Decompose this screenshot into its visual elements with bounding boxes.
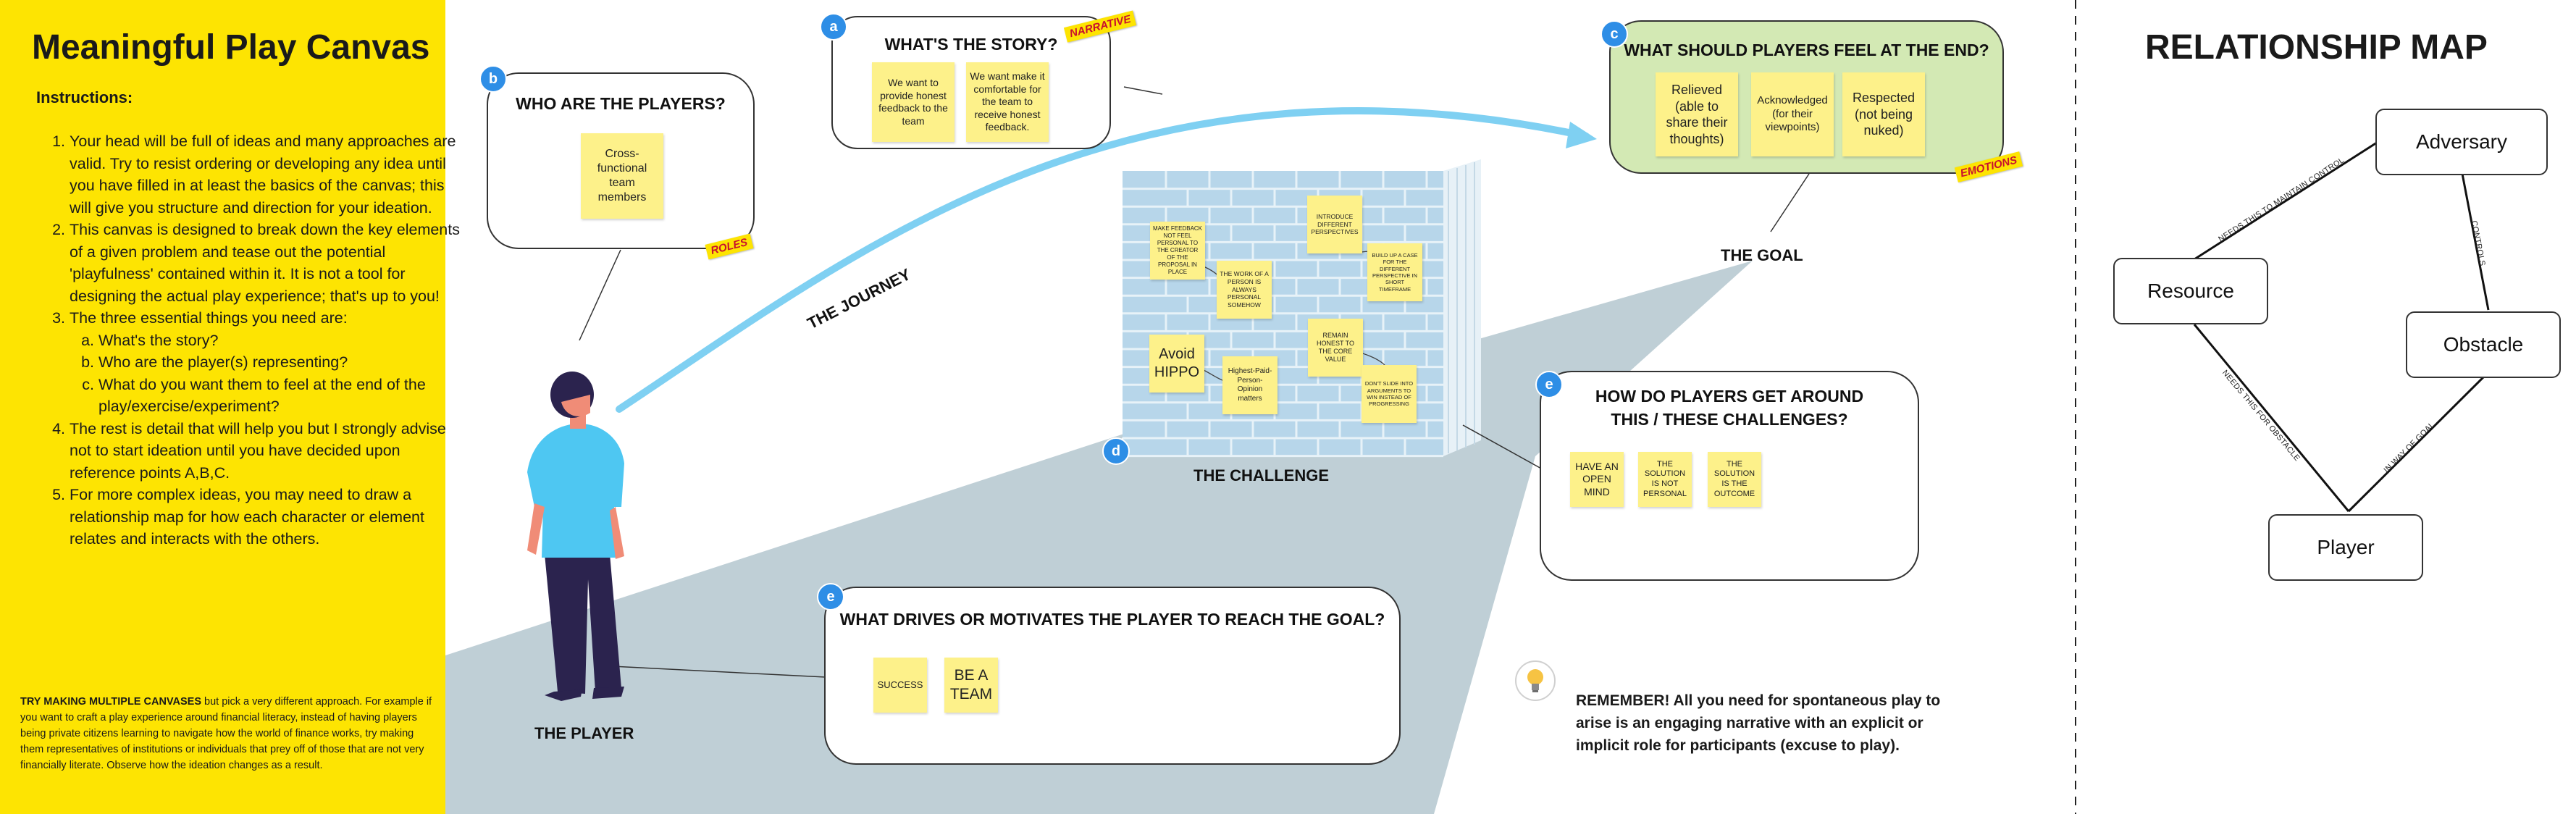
player-caption: THE PLAYER bbox=[534, 724, 634, 742]
tip-text: TRY MAKING MULTIPLE CANVASES but pick a … bbox=[20, 694, 433, 773]
instruction-subitem: Who are the player(s) representing? bbox=[98, 351, 461, 374]
node-adversary[interactable]: Adversary bbox=[2375, 109, 2548, 175]
story-box: WHAT'S THE STORY? We want to provide hon… bbox=[831, 16, 1111, 149]
canvas-illustration bbox=[445, 0, 2490, 814]
journey-arrow bbox=[616, 106, 1590, 413]
sticky-note[interactable]: We want make it comfortable for the team… bbox=[966, 62, 1049, 142]
drives-box: WHAT DRIVES OR MOTIVATES THE PLAYER TO R… bbox=[824, 587, 1401, 765]
badge-c: c bbox=[1600, 20, 1628, 48]
instruction-subitem: What's the story? bbox=[98, 330, 461, 352]
challenge-sticky[interactable]: Highest-Paid-Person-Opinion matters bbox=[1222, 356, 1277, 414]
journey-arrowhead bbox=[1566, 122, 1597, 148]
challenge-sticky[interactable]: BUILD UP A CASE FOR THE DIFFERENT PERSPE… bbox=[1367, 243, 1422, 301]
tip-bold: TRY MAKING MULTIPLE CANVASES bbox=[20, 696, 201, 708]
challenge-wall-side bbox=[1443, 159, 1481, 456]
challenge-sticky[interactable]: DON'T SLIDE INTO ARGUMENTS TO WIN INSTEA… bbox=[1362, 365, 1417, 423]
player-figure bbox=[527, 372, 624, 701]
instruction-item: The rest is detail that will help you bu… bbox=[70, 418, 461, 484]
around-box: HOW DO PLAYERS GET AROUND THIS / THESE C… bbox=[1540, 371, 1919, 581]
edge-adversary-obstacle bbox=[2461, 173, 2490, 311]
node-obstacle[interactable]: Obstacle bbox=[2406, 311, 2561, 378]
sticky-note[interactable]: Respected (not being nuked) bbox=[1842, 72, 1925, 156]
edge-obstacle-player bbox=[2347, 375, 2485, 513]
instructions-heading: Instructions: bbox=[36, 88, 133, 106]
instructions-panel bbox=[0, 0, 445, 814]
node-player[interactable]: Player bbox=[2268, 514, 2423, 581]
lightbulb-icon bbox=[1515, 660, 1556, 701]
remember-note: REMEMBER! All you need for spontaneous p… bbox=[1576, 692, 1941, 754]
challenge-sticky[interactable]: INTRODUCE DIFFERENT PERSPECTIVES bbox=[1307, 196, 1362, 253]
instruction-sublist: What's the story? Who are the player(s) … bbox=[70, 330, 461, 418]
drives-box-title: WHAT DRIVES OR MOTIVATES THE PLAYER TO R… bbox=[839, 610, 1385, 629]
challenge-sticky[interactable]: REMAIN HONEST TO THE CORE VALUE bbox=[1308, 319, 1363, 377]
relationship-map-title: RELATIONSHIP MAP bbox=[2145, 28, 2488, 67]
sticky-note[interactable]: Acknowledged (for their viewpoints) bbox=[1751, 72, 1834, 156]
goal-caption: THE GOAL bbox=[1721, 246, 1803, 264]
challenge-caption: THE CHALLENGE bbox=[1193, 466, 1329, 484]
instruction-item-text: The three essential things you need are: bbox=[70, 309, 348, 327]
edge-resource-adversary bbox=[2194, 140, 2380, 261]
instruction-item: This canvas is designed to break down th… bbox=[70, 219, 461, 307]
players-box: WHO ARE THE PLAYERS? Cross-functional te… bbox=[487, 72, 755, 249]
sticky-note[interactable]: Relieved (able to share their thoughts) bbox=[1656, 72, 1738, 156]
around-box-title-line2: THIS / THESE CHALLENGES? bbox=[1611, 410, 1848, 429]
feel-box: WHAT SHOULD PLAYERS FEEL AT THE END? Rel… bbox=[1609, 20, 2004, 174]
challenge-sticky[interactable]: Avoid HIPPO bbox=[1149, 335, 1204, 393]
story-box-title: WHAT'S THE STORY? bbox=[884, 35, 1058, 54]
sticky-note[interactable]: Cross-functional team members bbox=[581, 133, 663, 219]
badge-d: d bbox=[1102, 437, 1130, 465]
sticky-note[interactable]: We want to provide honest feedback to th… bbox=[872, 62, 955, 142]
around-box-title-line1: HOW DO PLAYERS GET AROUND bbox=[1595, 387, 1864, 406]
instruction-item: The three essential things you need are:… bbox=[70, 307, 461, 418]
sticky-note[interactable]: BE A TEAM bbox=[944, 658, 998, 713]
tip-body: but pick a very different approach. For … bbox=[20, 696, 432, 771]
badge-e: e bbox=[1535, 371, 1563, 398]
instruction-subitem: What do you want them to feel at the end… bbox=[98, 374, 461, 418]
badge-b: b bbox=[479, 65, 507, 93]
edge-resource-player bbox=[2193, 324, 2350, 512]
page-title: Meaningful Play Canvas bbox=[32, 28, 430, 67]
badge-e2: e bbox=[817, 583, 844, 610]
sticky-note[interactable]: SUCCESS bbox=[873, 658, 927, 713]
instruction-item: Your head will be full of ideas and many… bbox=[70, 130, 461, 219]
instructions-list: Your head will be full of ideas and many… bbox=[36, 130, 461, 550]
challenge-sticky[interactable]: MAKE FEEDBACK NOT FEEL PERSONAL TO THE C… bbox=[1150, 222, 1205, 280]
challenge-sticky[interactable]: THE WORK OF A PERSON IS ALWAYS PERSONAL … bbox=[1217, 261, 1272, 319]
badge-a: a bbox=[820, 13, 847, 41]
instruction-item: For more complex ideas, you may need to … bbox=[70, 484, 461, 550]
sticky-note[interactable]: HAVE AN OPEN MIND bbox=[1570, 452, 1624, 507]
players-box-title: WHO ARE THE PLAYERS? bbox=[516, 94, 726, 113]
feel-box-title: WHAT SHOULD PLAYERS FEEL AT THE END? bbox=[1624, 41, 1989, 59]
node-resource[interactable]: Resource bbox=[2113, 258, 2268, 324]
sticky-note[interactable]: THE SOLUTION IS NOT PERSONAL bbox=[1638, 452, 1692, 507]
sticky-note[interactable]: THE SOLUTION IS THE OUTCOME bbox=[1708, 452, 1761, 507]
